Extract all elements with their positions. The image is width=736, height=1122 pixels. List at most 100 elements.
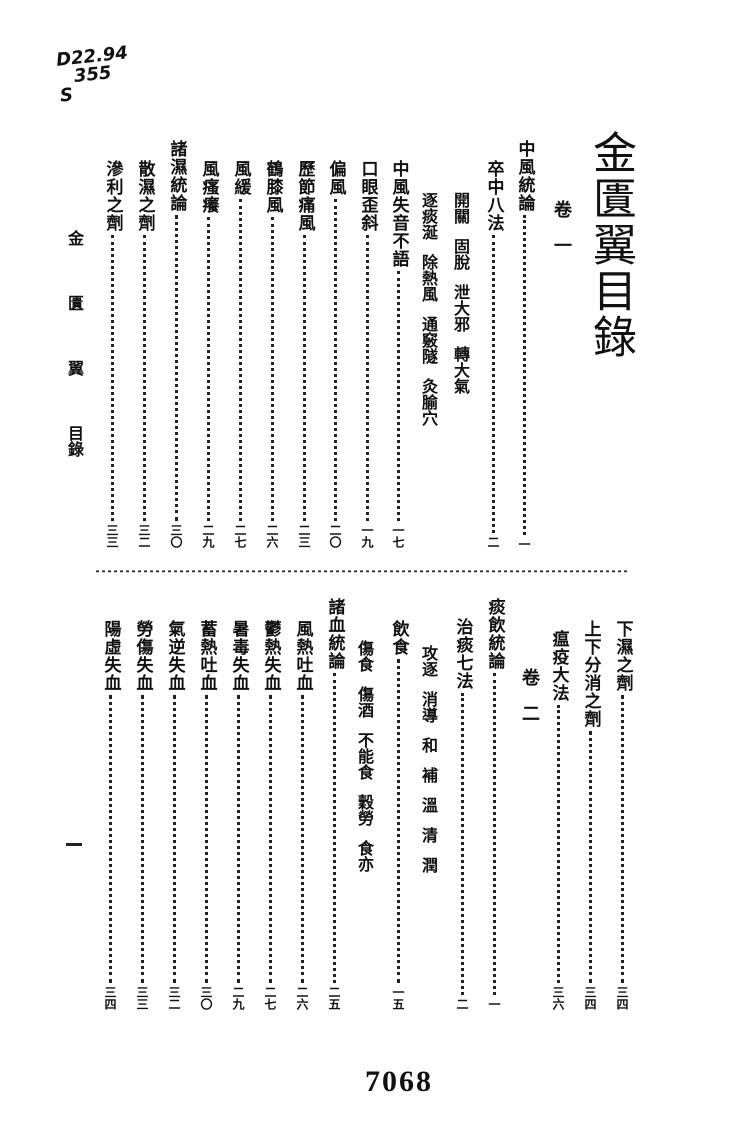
leader-dots [174, 215, 178, 521]
toc-entry[interactable]: 瘟疫大法 三六 [548, 630, 569, 1010]
toc-entry[interactable]: 鶴膝風 二六 [262, 160, 283, 548]
page-number: 二七 [263, 986, 277, 1010]
leader-dots [204, 695, 208, 983]
entry-title: 瘟疫大法 [548, 630, 569, 702]
toc-entry[interactable]: 口眼歪斜 一九 [357, 160, 378, 548]
toc-entry[interactable]: 卒中八法 二 [483, 160, 504, 548]
page-number: 一 [517, 538, 531, 550]
subtopic: 溫 [419, 797, 438, 813]
entry-title: 鶴膝風 [262, 160, 283, 214]
subtopic: 清 [419, 827, 438, 843]
subtopic: 傷酒 [355, 686, 374, 718]
fold-label: 金 匱 翼 目錄 [62, 230, 86, 457]
fold-char: 翼 [65, 360, 84, 376]
leader-dots [332, 673, 336, 983]
fold-char: 目錄 [65, 425, 84, 457]
subtopic: 泄大邪 [451, 284, 470, 332]
leader-dots [522, 215, 526, 535]
toc-entry[interactable]: 諸血統論 二五 [324, 598, 345, 1010]
subtopic: 攻逐 [419, 645, 438, 677]
leader-dots [268, 695, 272, 983]
toc-entry[interactable]: 勞傷失血 三三 [132, 620, 153, 1010]
toc-entry[interactable]: 下濕之劑 三四 [612, 620, 633, 1010]
toc-entry[interactable]: 上下分消之劑 三四 [580, 620, 601, 1010]
leader-dots [491, 235, 495, 533]
fold-char: 金 [65, 230, 84, 246]
page-number: 二六 [295, 986, 309, 1010]
entry-title: 治痰七法 [452, 618, 473, 690]
page-number: 二〇 [328, 524, 342, 548]
entry-title: 散濕之劑 [134, 160, 155, 232]
entry-title: 勞傷失血 [132, 620, 153, 692]
subtopic: 穀勞 [355, 794, 374, 826]
subtopic: 開關 [451, 192, 470, 224]
leader-dots [460, 693, 464, 995]
toc-entry[interactable]: 風瘙癢 二九 [198, 160, 219, 548]
entry-title: 蓄熱吐血 [196, 620, 217, 692]
entry-title: 風熱吐血 [292, 620, 313, 692]
page-number: 一七 [391, 524, 405, 548]
toc-entry[interactable]: 氣逆失血 三二 [164, 620, 185, 1010]
page-number: 一 [487, 998, 501, 1010]
entry-title: 諸血統論 [324, 598, 345, 670]
fold-char: 匱 [65, 295, 84, 311]
entry-title: 暑毒失血 [228, 620, 249, 692]
entry-title: 中風失音不語 [388, 160, 409, 268]
entry-title: 陽虛失血 [100, 620, 121, 692]
entry-title: 風緩 [230, 160, 251, 196]
leader-dots [492, 673, 496, 995]
subtopics-line: 傷食傷酒不能食穀勞食亦 [355, 640, 374, 886]
toc-entry[interactable]: 中風統論 一 [514, 140, 535, 550]
page-number: 三四 [583, 986, 597, 1010]
toc-entry[interactable]: 風緩 二七 [230, 160, 251, 548]
entry-title: 風瘙癢 [198, 160, 219, 214]
toc-entry[interactable]: 偏風 二〇 [325, 160, 346, 548]
section-divider [96, 570, 630, 573]
toc-entry[interactable]: 滲利之劑 三三 [102, 160, 123, 548]
leader-dots [172, 695, 176, 983]
subtopic: 除熱風 [419, 254, 438, 302]
page-number: 三六 [551, 986, 565, 1010]
toc-entry[interactable]: 陽虛失血 三四 [100, 620, 121, 1010]
toc-entry[interactable]: 歷節痛風 二三 [294, 160, 315, 548]
leader-dots [140, 695, 144, 983]
leader-dots [396, 271, 400, 521]
toc-entry[interactable]: 鬱熱失血 二七 [260, 620, 281, 1010]
page-number: 二 [486, 536, 500, 548]
leader-dots [108, 695, 112, 983]
page-number: 三三 [135, 986, 149, 1010]
subtopic: 和 [419, 737, 438, 753]
toc-entry[interactable]: 治痰七法 二 [452, 618, 473, 1010]
toc-entry[interactable]: 中風失音不語 一七 [388, 160, 409, 548]
book-title: 金匱翼目錄 [585, 130, 636, 360]
catalog-note: D22.94 355 S [55, 42, 132, 106]
leader-dots [236, 695, 240, 983]
entry-title: 歷節痛風 [294, 160, 315, 232]
entry-title: 中風統論 [514, 140, 535, 212]
toc-entry[interactable]: 飲食 一五 [388, 620, 409, 1010]
toc-entry[interactable]: 暑毒失血 二九 [228, 620, 249, 1010]
subtopic: 轉大氣 [451, 346, 470, 394]
page-number: 三〇 [199, 986, 213, 1010]
toc-entry[interactable]: 蓄熱吐血 三〇 [196, 620, 217, 1010]
leader-dots [206, 217, 210, 521]
entry-title: 口眼歪斜 [357, 160, 378, 232]
entry-title: 痰飲統論 [484, 598, 505, 670]
leader-dots [302, 235, 306, 521]
juan-2-heading: 卷二 [519, 668, 540, 740]
leader-dots [238, 199, 242, 521]
subtopic: 傷食 [355, 640, 374, 672]
toc-entry[interactable]: 散濕之劑 三二 [134, 160, 155, 548]
entry-title: 氣逆失血 [164, 620, 185, 692]
subtopic: 潤 [419, 857, 438, 873]
page-number: 三二 [137, 524, 151, 548]
toc-entry[interactable]: 風熱吐血 二六 [292, 620, 313, 1010]
subtopic: 固脫 [451, 238, 470, 270]
subtopics-line: 逐痰涎除熱風通竅隧灸腧穴 [419, 192, 438, 440]
entry-title: 偏風 [325, 160, 346, 196]
toc-entry[interactable]: 痰飲統論 一 [484, 598, 505, 1010]
subtopic: 不能食 [355, 732, 374, 780]
leader-dots [300, 695, 304, 983]
toc-entry[interactable]: 諸濕統論 三〇 [166, 140, 187, 548]
